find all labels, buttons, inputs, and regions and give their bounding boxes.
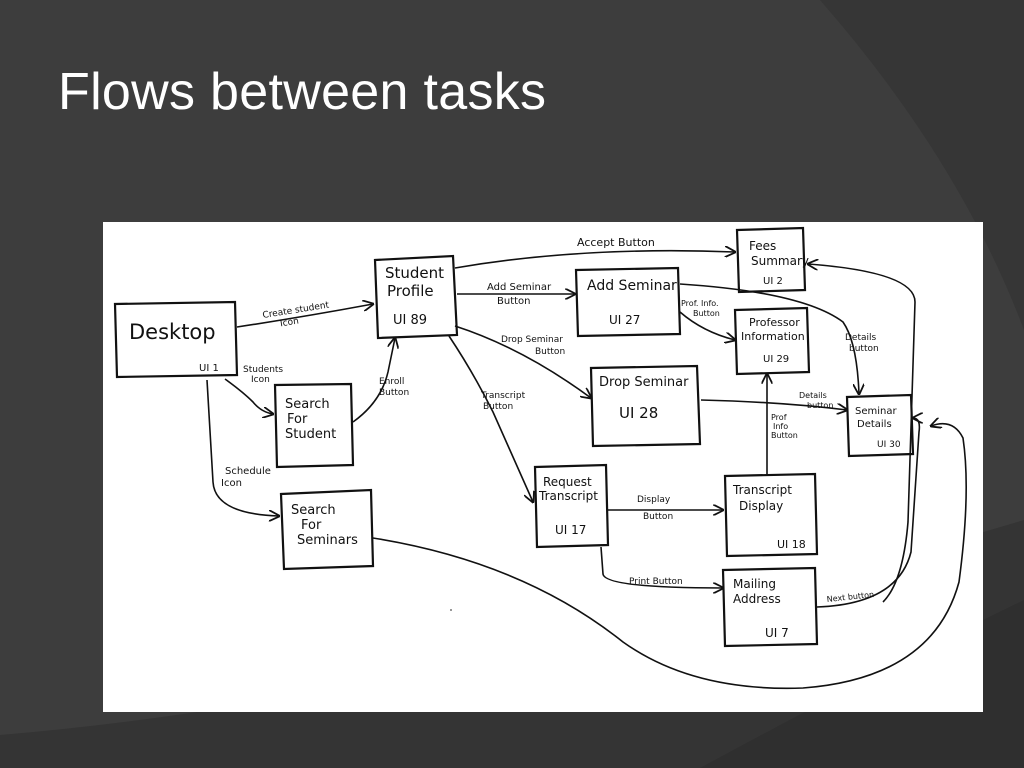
- node-professor-information-ui: UI 29: [763, 354, 789, 365]
- edge-accept: Accept Button: [454, 236, 735, 269]
- node-mailing-address: Mailing Address UI 7: [721, 566, 819, 648]
- node-fees-summary-ui: UI 2: [763, 276, 783, 287]
- edge-schedule: Schedule Icon: [206, 379, 279, 516]
- edge-search-seminars-loop: [372, 424, 967, 690]
- edge-prof-info-1: Prof. Info. Button: [679, 299, 735, 340]
- node-mailing-address-ui: UI 7: [765, 626, 789, 640]
- node-search-seminars: Search For Seminars: [279, 488, 375, 571]
- node-request-transcript: Request Transcript UI 17: [533, 463, 610, 549]
- node-request-transcript-label: Request Transcript: [538, 475, 598, 503]
- edge-students-label: Students Icon: [243, 365, 286, 385]
- edge-details-1-label: Details button: [845, 333, 879, 354]
- node-student-profile-ui: UI 89: [393, 313, 427, 328]
- node-fees-summary-label: Fees Summary: [749, 239, 809, 268]
- edge-create-student-label: Create student Icon: [262, 300, 334, 332]
- edge-mailing-to-fees: [808, 264, 916, 603]
- node-add-seminar-label: Add Seminar: [587, 278, 677, 294]
- node-seminar-details-label: Seminar Details: [855, 406, 900, 430]
- slide-title: Flows between tasks: [58, 63, 547, 121]
- edge-prof-info-1-label: Prof. Info. Button: [681, 299, 721, 318]
- edge-drop-seminar: Drop Seminar Button: [454, 325, 591, 398]
- node-seminar-details: Seminar Details UI 30: [845, 393, 915, 458]
- node-search-student: Search For Student: [273, 382, 355, 469]
- sketch-speck: [450, 609, 452, 611]
- edge-print-label: Print Button: [629, 577, 683, 587]
- flow-diagram-panel: Desktop UI 1 Student Profile UI 89 Searc…: [103, 222, 983, 712]
- node-desktop-label: Desktop: [129, 320, 216, 344]
- edge-schedule-label: Schedule Icon: [221, 466, 274, 489]
- edge-next: Next button: [816, 418, 919, 608]
- node-professor-information: Professor Information UI 29: [733, 306, 811, 376]
- node-add-seminar-ui: UI 27: [609, 313, 640, 327]
- edge-print: Print Button: [600, 546, 723, 588]
- node-search-seminars-label: Search For Seminars: [291, 503, 358, 548]
- edge-prof-info-2-label: Prof Info Button: [771, 413, 798, 440]
- node-search-student-label: Search For Student: [285, 397, 336, 442]
- node-drop-seminar: Drop Seminar UI 28: [589, 364, 702, 448]
- node-fees-summary: Fees Summary UI 2: [735, 226, 809, 294]
- edge-transcript-label: Transcript Button: [480, 391, 528, 412]
- node-transcript-display-label: Transcript Display: [732, 483, 796, 513]
- node-seminar-details-ui: UI 30: [877, 440, 901, 450]
- node-student-profile: Student Profile UI 89: [373, 254, 459, 340]
- node-drop-seminar-label: Drop Seminar: [599, 375, 689, 390]
- edge-enroll-label: Enroll Button: [379, 377, 409, 398]
- node-desktop-ui: UI 1: [199, 363, 219, 374]
- edge-add-seminar-label: Add Seminar Button: [487, 282, 554, 307]
- edge-next-label: Next button: [826, 590, 874, 604]
- node-request-transcript-ui: UI 17: [555, 523, 586, 537]
- edge-transcript: Transcript Button: [448, 335, 533, 502]
- edge-details-2-label: Details button: [799, 391, 833, 410]
- edge-fees-feedback: [679, 283, 859, 394]
- edge-create-student: Create student Icon: [236, 300, 373, 332]
- node-desktop: Desktop UI 1: [113, 300, 239, 379]
- edge-add-seminar: Add Seminar Button: [457, 282, 575, 307]
- edge-prof-info-2: Prof Info Button: [767, 374, 798, 474]
- edge-display-label: Display Button: [637, 495, 673, 522]
- edge-details-2: Details button: [700, 391, 847, 410]
- node-add-seminar: Add Seminar UI 27: [574, 266, 682, 338]
- node-transcript-display-ui: UI 18: [777, 538, 806, 551]
- edge-enroll: Enroll Button: [352, 338, 409, 423]
- node-transcript-display: Transcript Display UI 18: [723, 472, 819, 558]
- node-drop-seminar-ui: UI 28: [619, 404, 658, 422]
- edge-students: Students Icon: [224, 365, 286, 414]
- node-professor-information-label: Professor Information: [741, 316, 805, 343]
- node-student-profile-label: Student Profile: [385, 264, 449, 300]
- node-mailing-address-label: Mailing Address: [733, 577, 781, 606]
- edge-accept-label: Accept Button: [577, 236, 655, 249]
- edge-drop-seminar-label: Drop Seminar Button: [501, 335, 566, 357]
- edge-display: Display Button: [608, 495, 723, 522]
- flow-diagram: Desktop UI 1 Student Profile UI 89 Searc…: [113, 226, 967, 690]
- edge-details-1: Details button: [845, 333, 879, 354]
